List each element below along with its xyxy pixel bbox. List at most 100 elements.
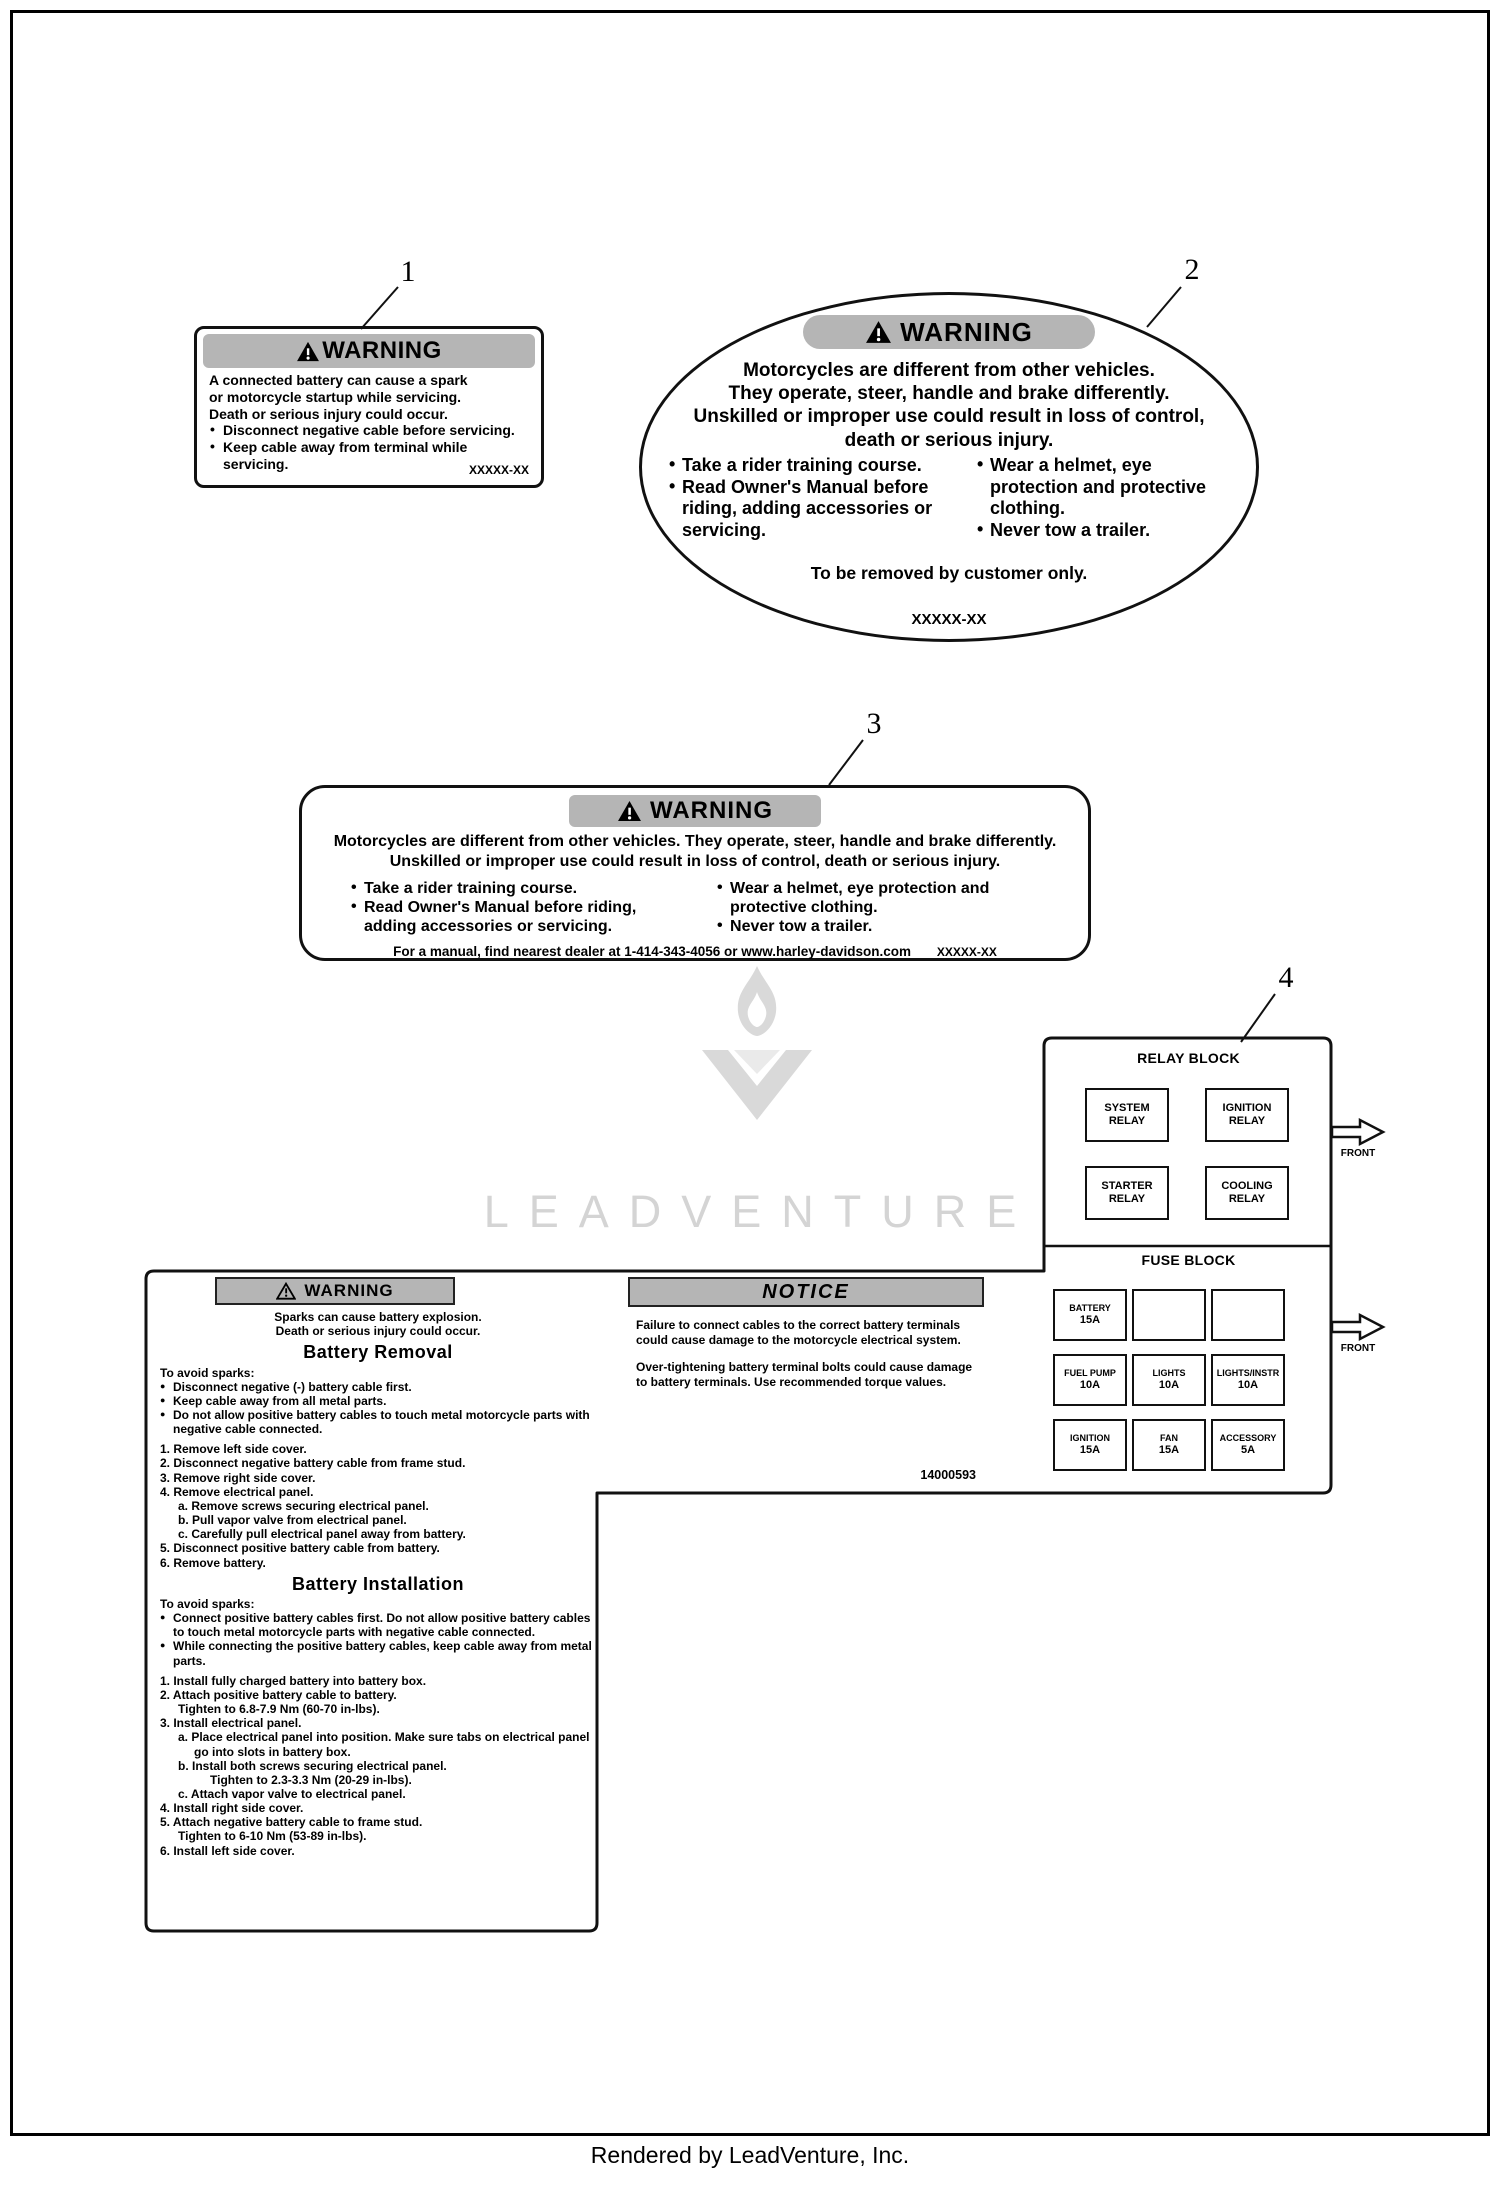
label-3-bullet: Wear a helmet, eye protection and protec… bbox=[716, 878, 1058, 917]
label-2-line: Unskilled or improper use could result i… bbox=[693, 406, 1205, 428]
label-3-warning-title: WARNING bbox=[650, 797, 773, 824]
relay-ignition: IGNITION RELAY bbox=[1205, 1088, 1289, 1142]
removal-bullet: Disconnect negative (-) battery cable fi… bbox=[160, 1380, 596, 1394]
label-1-line: A connected battery can cause a spark bbox=[209, 372, 468, 388]
watermark-text: LEADVENTURE bbox=[483, 1186, 1037, 1237]
install-bullet: While connecting the positive battery ca… bbox=[160, 1639, 596, 1667]
label-2-bullet: Never tow a trailer. bbox=[976, 519, 1244, 542]
notice-title: NOTICE bbox=[762, 1280, 850, 1303]
fuse-name: ACCESSORY bbox=[1219, 1432, 1277, 1443]
label-2-bullet: Read Owner's Manual before riding, addin… bbox=[668, 476, 970, 542]
label-2-line: They operate, steer, handle and brake di… bbox=[728, 383, 1170, 405]
label-2-left-bullets: Take a rider training course. Read Owner… bbox=[668, 454, 970, 542]
install-step: 5. Attach negative battery cable to fram… bbox=[160, 1815, 423, 1830]
removal-step: 1. Remove left side cover. bbox=[160, 1442, 307, 1457]
label-3-warning: WARNING Motorcycles are different from o… bbox=[299, 785, 1091, 961]
leadventure-flame-icon bbox=[702, 966, 812, 1120]
label-4-part-number: 14000593 bbox=[920, 1468, 976, 1482]
notice-header: NOTICE bbox=[628, 1277, 984, 1307]
label-1-line: or motorcycle startup while servicing. bbox=[209, 388, 462, 405]
label-2-remove-note: To be removed by customer only. bbox=[810, 563, 1088, 583]
fuse-lights: LIGHTS 10A bbox=[1132, 1354, 1206, 1406]
fuse-battery: BATTERY 15A bbox=[1053, 1289, 1127, 1341]
callout-3: 3 bbox=[866, 707, 882, 740]
callout-1: 1 bbox=[400, 255, 416, 288]
label-1-bullet: Disconnect negative cable before servici… bbox=[209, 421, 531, 439]
install-step: 1. Install fully charged battery into ba… bbox=[160, 1673, 427, 1688]
relay-block-title: RELAY BLOCK bbox=[1137, 1050, 1240, 1066]
fuse-amp: 15A bbox=[1079, 1444, 1101, 1457]
battery-installation-title: Battery Installation bbox=[291, 1573, 465, 1594]
install-torque: Tighten to 2.3-3.3 Nm (20-29 in-lbs). bbox=[210, 1772, 412, 1787]
battery-warning-section: Sparks can cause battery explosion. Deat… bbox=[160, 1310, 596, 1858]
removal-step: 4. Remove electrical panel. bbox=[160, 1484, 314, 1499]
rendered-by-footer: Rendered by LeadVenture, Inc. bbox=[590, 2142, 910, 2168]
label-3-bullet: Take a rider training course. bbox=[350, 878, 688, 898]
removal-step: 6. Remove battery. bbox=[160, 1555, 266, 1570]
label-2-main-text: Motorcycles are different from other veh… bbox=[642, 359, 1256, 452]
relay-front-label: FRONT bbox=[1340, 1148, 1376, 1159]
label-2-bullet: Take a rider training course. bbox=[668, 454, 970, 477]
removal-step: 5. Disconnect positive battery cable fro… bbox=[160, 1541, 440, 1556]
warning-triangle-icon bbox=[297, 341, 320, 361]
removal-substep: c. Carefully pull electrical panel away … bbox=[178, 1527, 466, 1542]
fuse-front-label: FRONT bbox=[1340, 1343, 1376, 1354]
fuse-block-title: FUSE BLOCK bbox=[1141, 1252, 1236, 1268]
fuse-lights-instr: LIGHTS/INSTR 10A bbox=[1211, 1354, 1285, 1406]
notice-section: Failure to connect cables to the correct… bbox=[636, 1318, 976, 1390]
removal-bullet: Keep cable away from all metal parts. bbox=[160, 1394, 596, 1408]
install-step: 6. Install left side cover. bbox=[160, 1843, 295, 1858]
warning-triangle-icon bbox=[276, 1282, 297, 1300]
label-3-dealer-info: For a manual, find nearest dealer at 1-4… bbox=[393, 943, 912, 959]
removal-substep: a. Remove screws securing electrical pan… bbox=[178, 1498, 429, 1513]
avoid-sparks-lead: To avoid sparks: bbox=[160, 1365, 255, 1380]
warning-triangle-icon bbox=[866, 321, 892, 343]
label-3-bullet: Never tow a trailer. bbox=[716, 916, 1058, 936]
fuse-empty bbox=[1211, 1289, 1285, 1341]
removal-substep: b. Pull vapor valve from electrical pane… bbox=[178, 1513, 407, 1528]
relay-system: SYSTEM RELAY bbox=[1085, 1088, 1169, 1142]
fuse-amp: 10A bbox=[1158, 1379, 1180, 1392]
label-2-line: death or serious injury. bbox=[844, 429, 1054, 451]
callout-4: 4 bbox=[1278, 961, 1294, 994]
removal-steps: 1. Remove left side cover. 2. Disconnect… bbox=[160, 1442, 596, 1569]
fuse-name: LIGHTS bbox=[1152, 1367, 1186, 1378]
label-2-part-number: XXXXX-XX bbox=[911, 611, 987, 628]
install-step: 3. Install electrical panel. bbox=[160, 1716, 302, 1731]
warning-triangle-icon bbox=[618, 800, 641, 822]
label-3-bullets: Take a rider training course. Read Owner… bbox=[302, 872, 1088, 937]
warning-intro: Death or serious injury could occur. bbox=[275, 1324, 481, 1339]
battery-warning-title: WARNING bbox=[304, 1281, 394, 1300]
label-1-warning-title: WARNING bbox=[322, 337, 442, 364]
label-2-warning-header: WARNING bbox=[803, 315, 1095, 349]
label-1-body: A connected battery can cause a spark or… bbox=[197, 370, 541, 477]
front-arrow-icon bbox=[1330, 1117, 1386, 1147]
removal-bullet: Do not allow positive battery cables to … bbox=[160, 1408, 596, 1436]
fuse-ignition: IGNITION 15A bbox=[1053, 1419, 1127, 1471]
relay-starter: STARTER RELAY bbox=[1085, 1166, 1169, 1220]
label-3-footer: For a manual, find nearest dealer at 1-4… bbox=[302, 944, 1088, 959]
fuse-amp: 15A bbox=[1079, 1314, 1101, 1327]
fuse-accessory: ACCESSORY 5A bbox=[1211, 1419, 1285, 1471]
label-1-battery-spark-warning: WARNING A connected battery can cause a … bbox=[194, 326, 544, 488]
label-3-line: Unskilled or improper use could result i… bbox=[389, 853, 1001, 870]
fuse-amp: 15A bbox=[1158, 1444, 1180, 1457]
notice-paragraph: Over-tightening battery terminal bolts c… bbox=[636, 1360, 973, 1389]
fuse-fuel-pump: FUEL PUMP 10A bbox=[1053, 1354, 1127, 1406]
fuse-amp: 10A bbox=[1079, 1379, 1101, 1392]
label-3-warning-header: WARNING bbox=[569, 795, 821, 827]
install-substep: b. Install both screws securing electric… bbox=[178, 1758, 447, 1773]
battery-removal-title: Battery Removal bbox=[303, 1342, 453, 1363]
label-3-left-bullets: Take a rider training course. Read Owner… bbox=[350, 878, 688, 937]
fuse-name: LIGHTS/INSTR bbox=[1216, 1367, 1280, 1378]
label-2-right-bullets: Wear a helmet, eye protection and protec… bbox=[976, 454, 1244, 542]
label-3-part-number: XXXXX-XX bbox=[936, 944, 997, 959]
label-2-warning-title: WARNING bbox=[900, 316, 1033, 347]
label-1-part-number: XXXXX-XX bbox=[468, 463, 529, 477]
label-1-warning-header: WARNING bbox=[203, 334, 535, 368]
page-border bbox=[10, 10, 1490, 2136]
front-arrow-icon bbox=[1330, 1312, 1386, 1342]
fuse-name: BATTERY bbox=[1069, 1302, 1111, 1313]
install-step: 4. Install right side cover. bbox=[160, 1801, 304, 1816]
warning-intro: Sparks can cause battery explosion. bbox=[274, 1310, 482, 1324]
